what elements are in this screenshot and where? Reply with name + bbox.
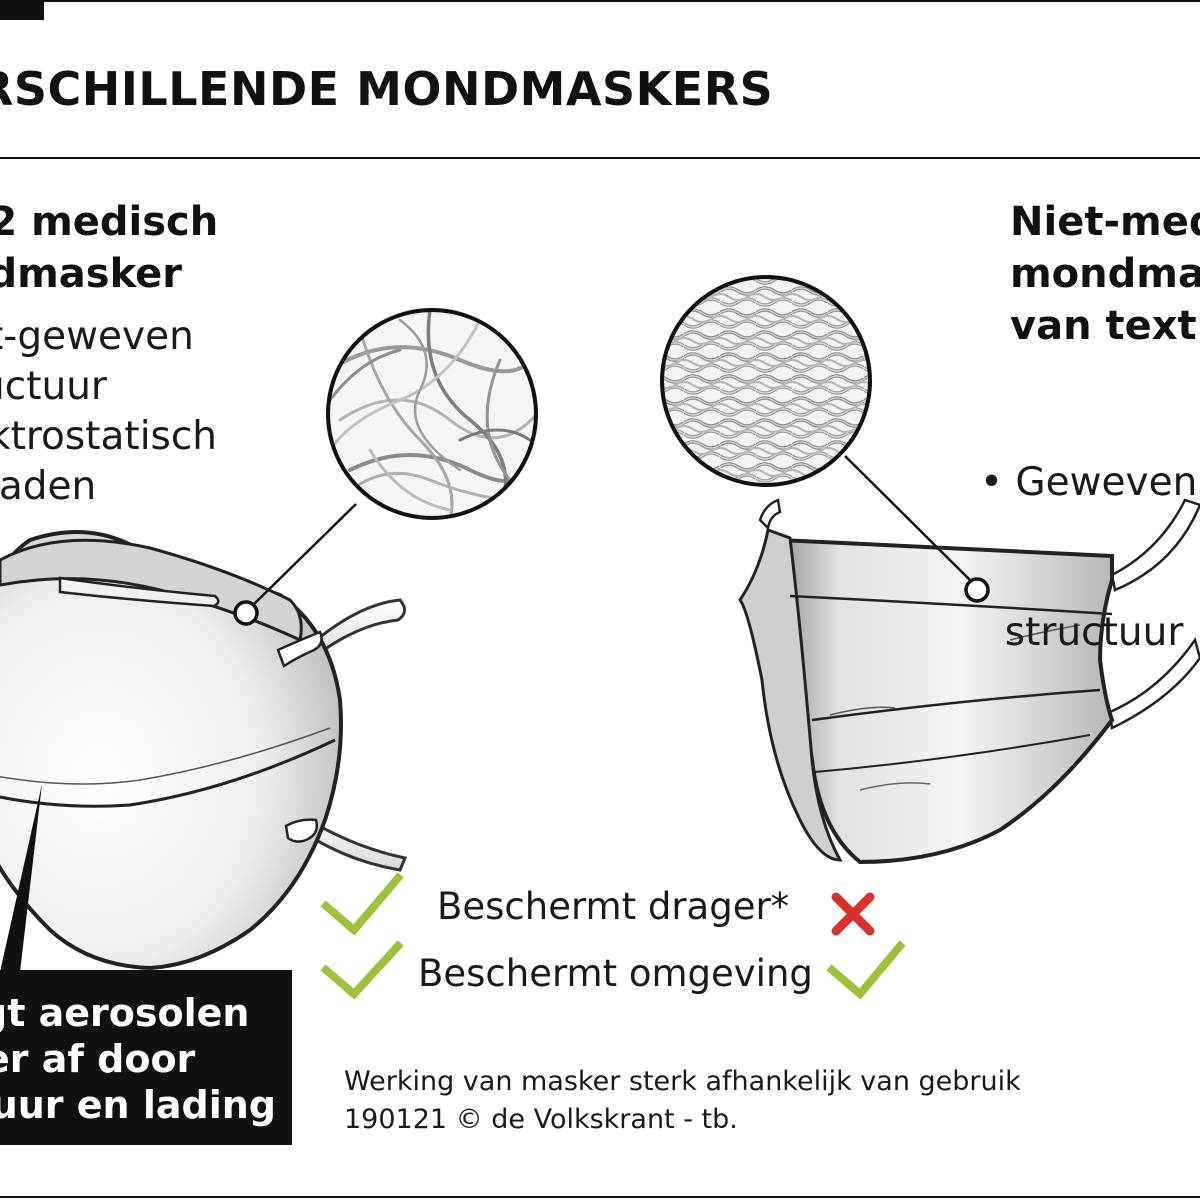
textile-crease-3 (859, 782, 931, 791)
nonwoven-texture (326, 308, 538, 520)
callout-line-3: ctuur en lading (0, 1083, 276, 1127)
textile-heading-line-2: mondmas (1010, 251, 1200, 297)
textile-environment-check-icon (826, 940, 906, 1000)
ffp2-heading: P2 medisch ndmasker (0, 196, 218, 300)
textile-mask (738, 498, 1200, 865)
ffp2-strap-hook-lower (284, 818, 319, 843)
textile-pleat-1 (789, 594, 1113, 616)
ffp2-rim (0, 538, 303, 643)
legend-protects-wearer: Beschermt drager* (437, 885, 790, 928)
ffp2-property-line-2: ructuur (0, 364, 107, 409)
woven-texture (660, 275, 872, 487)
ffp2-seam-inner (0, 727, 331, 785)
callout-line-2: er af door (0, 1037, 196, 1081)
textile-pleat-3 (814, 734, 1091, 773)
textile-property-line-2: structuur (980, 610, 1184, 655)
textile-wearer-cross-icon (831, 892, 875, 936)
ffp2-mask (0, 530, 408, 971)
callout-text: gt aerosolen er af door ctuur en lading (0, 990, 276, 1128)
footnote: Werking van masker sterk afhankelijk van… (344, 1066, 1021, 1097)
top-rule (0, 0, 1200, 2)
textile-zoom-line (844, 455, 973, 583)
bottom-rule (0, 1196, 1200, 1198)
textile-crease-2 (829, 706, 896, 716)
ffp2-properties: et-geweven ructuur ektrostatisch eladen (0, 312, 217, 512)
textile-left-ear-loop (758, 498, 782, 531)
textile-heading-line-3: van textie (1010, 303, 1200, 349)
ffp2-strap-hook (276, 630, 323, 668)
ffp2-heading-line-2: ndmasker (0, 251, 182, 297)
textile-heading-line-1: Niet-med (1010, 199, 1200, 245)
credit: 190121 © de Volkskrant - tb. (344, 1104, 738, 1135)
callout-box (0, 970, 292, 1145)
ffp2-marker (233, 600, 259, 626)
title-rule (0, 157, 1200, 159)
textile-pleat-2 (811, 688, 1101, 722)
ffp2-zoom-line (251, 503, 357, 607)
ffp2-wearer-check-icon (320, 872, 404, 936)
textile-heading: Niet-med mondmas van textie (1010, 196, 1200, 352)
ffp2-property-line-4: eladen (0, 464, 97, 509)
ffp2-nose-clip (58, 576, 220, 608)
textile-properties: • Geweven structuur (980, 358, 1197, 708)
ffp2-property-line-1: et-geweven (0, 314, 194, 359)
callout-line-1: gt aerosolen (0, 991, 250, 1035)
textile-side-band (738, 527, 843, 862)
textile-marker (964, 577, 990, 603)
ffp2-body (0, 530, 343, 971)
legend-protects-environment: Beschermt omgeving (418, 952, 813, 995)
ffp2-environment-check-icon (320, 940, 404, 1000)
textile-crease-1 (1009, 624, 1081, 641)
ffp2-heading-line-1: P2 medisch (0, 199, 219, 245)
textile-property-line-1: • Geweven (980, 460, 1198, 505)
page-title: RSCHILLENDE MONDMASKERS (0, 62, 774, 116)
textile-bottom-ear-loop (1108, 637, 1200, 730)
callout-pointer (0, 784, 42, 972)
ffp2-property-line-3: ektrostatisch (0, 414, 218, 459)
header-tag (0, 0, 44, 20)
